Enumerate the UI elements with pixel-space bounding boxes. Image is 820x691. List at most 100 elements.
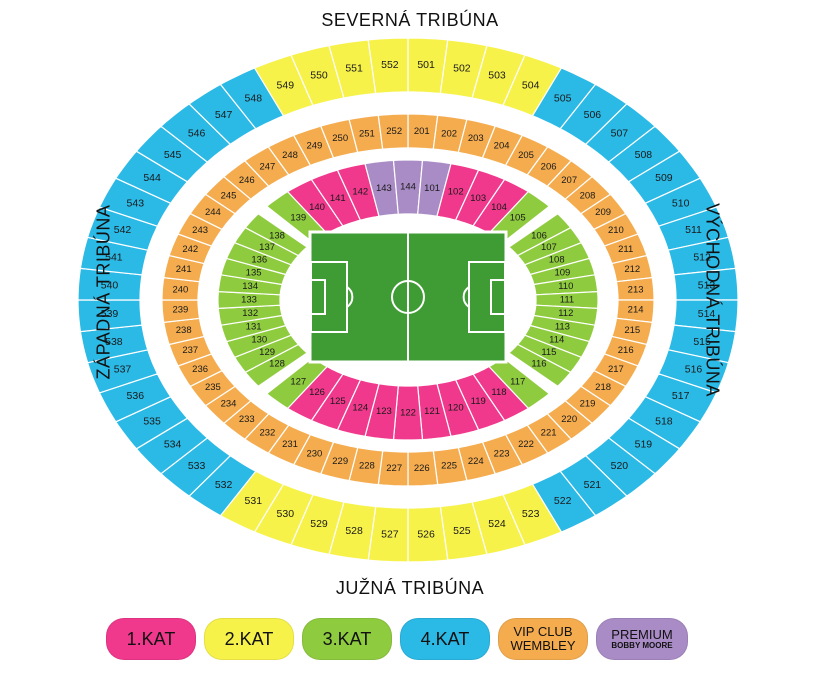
section-label-142: 142	[352, 187, 368, 198]
section-label-536: 536	[127, 390, 145, 402]
section-label-550: 550	[310, 69, 328, 81]
legend-kat3-label: 3.KAT	[322, 628, 372, 649]
section-label-249: 249	[306, 140, 322, 151]
section-label-103: 103	[470, 193, 486, 204]
section-label-108: 108	[549, 255, 565, 266]
section-label-129: 129	[259, 347, 275, 358]
section-label-547: 547	[215, 109, 233, 121]
section-label-102: 102	[448, 187, 464, 198]
section-label-208: 208	[580, 190, 596, 201]
section-label-522: 522	[554, 495, 572, 507]
section-116[interactable]	[507, 343, 572, 387]
section-label-216: 216	[618, 345, 634, 356]
section-label-252: 252	[386, 126, 402, 137]
legend-vip-line2: WEMBLEY	[510, 638, 576, 653]
section-label-233: 233	[239, 414, 255, 425]
section-label-531: 531	[245, 495, 263, 507]
section-label-520: 520	[611, 460, 629, 472]
section-label-515: 515	[693, 336, 711, 348]
section-label-139: 139	[290, 213, 306, 224]
section-label-246: 246	[239, 175, 255, 186]
section-label-130: 130	[251, 335, 267, 346]
section-label-243: 243	[192, 225, 208, 236]
section-label-248: 248	[282, 150, 298, 161]
legend-kat4: 4.KAT	[400, 618, 490, 660]
section-label-533: 533	[188, 460, 206, 472]
section-label-125: 125	[330, 396, 346, 407]
section-label-207: 207	[561, 175, 577, 186]
section-label-232: 232	[259, 428, 275, 439]
section-label-111: 111	[560, 295, 574, 306]
legend-vip: VIP CLUB WEMBLEY	[498, 618, 588, 660]
section-label-502: 502	[453, 63, 471, 75]
section-label-234: 234	[221, 399, 237, 410]
section-label-242: 242	[182, 244, 198, 255]
section-label-240: 240	[172, 284, 188, 295]
pitch-left-arc	[346, 286, 354, 308]
section-label-509: 509	[655, 172, 673, 184]
section-label-219: 219	[580, 399, 596, 410]
section-label-505: 505	[554, 93, 572, 105]
section-label-211: 211	[618, 244, 633, 255]
section-label-544: 544	[143, 172, 161, 184]
section-label-227: 227	[386, 463, 402, 474]
section-label-546: 546	[188, 128, 206, 140]
section-label-138: 138	[269, 230, 285, 241]
section-label-112: 112	[558, 308, 573, 319]
section-552[interactable]	[367, 37, 409, 95]
legend-premium-line2: BOBBY MOORE	[611, 640, 673, 650]
section-label-250: 250	[332, 133, 348, 144]
section-label-126: 126	[309, 387, 325, 398]
section-138[interactable]	[244, 213, 309, 257]
section-label-514: 514	[698, 308, 716, 320]
section-label-109: 109	[554, 268, 570, 279]
section-label-506: 506	[584, 109, 602, 121]
section-label-511: 511	[685, 224, 702, 236]
section-label-236: 236	[192, 364, 208, 375]
section-label-529: 529	[310, 518, 328, 530]
section-label-244: 244	[205, 207, 221, 218]
section-label-532: 532	[215, 479, 233, 491]
section-label-518: 518	[655, 415, 673, 427]
section-label-201: 201	[414, 126, 430, 137]
legend-vip-line1: VIP CLUB	[513, 624, 573, 640]
section-label-131: 131	[246, 322, 262, 333]
section-label-539: 539	[101, 308, 119, 320]
section-label-123: 123	[376, 406, 392, 417]
section-label-245: 245	[221, 190, 237, 201]
section-label-124: 124	[352, 402, 368, 413]
legend-premium-line1: PREMIUM	[611, 626, 673, 642]
section-label-107: 107	[541, 242, 557, 253]
section-label-106: 106	[531, 230, 547, 241]
section-label-212: 212	[624, 264, 640, 275]
section-label-137: 137	[259, 242, 275, 253]
section-label-213: 213	[628, 284, 644, 295]
legend-kat2-label: 2.KAT	[224, 628, 274, 649]
section-label-239: 239	[172, 305, 188, 316]
section-label-134: 134	[242, 281, 258, 292]
section-label-224: 224	[468, 456, 484, 467]
section-252[interactable]	[377, 113, 409, 150]
section-label-144: 144	[400, 182, 416, 193]
section-label-209: 209	[595, 207, 611, 218]
section-label-113: 113	[555, 322, 570, 333]
section-label-526: 526	[417, 528, 435, 540]
legend-kat2: 2.KAT	[204, 618, 294, 660]
section-label-524: 524	[488, 518, 506, 530]
section-label-542: 542	[114, 224, 132, 236]
section-label-101: 101	[424, 183, 440, 194]
section-label-226: 226	[414, 463, 430, 474]
section-label-104: 104	[491, 202, 507, 213]
section-label-540: 540	[101, 280, 119, 292]
section-label-143: 143	[376, 183, 392, 194]
legend-kat1: 1.KAT	[106, 618, 196, 660]
section-label-127: 127	[290, 376, 306, 387]
section-label-247: 247	[259, 162, 275, 173]
section-label-517: 517	[672, 390, 690, 402]
section-label-118: 118	[491, 387, 506, 398]
section-label-525: 525	[453, 525, 471, 537]
pitch	[308, 230, 508, 364]
